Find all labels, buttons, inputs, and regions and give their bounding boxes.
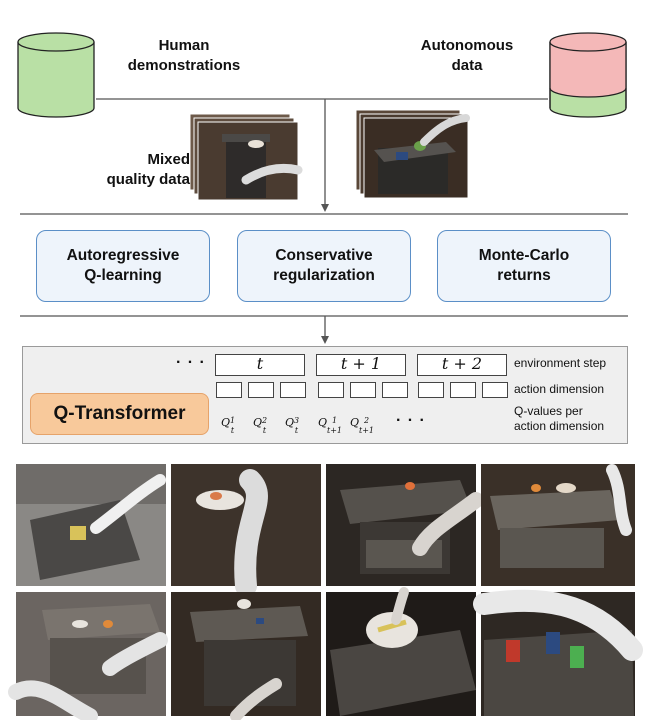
robot-photo-2	[171, 464, 321, 597]
top-arrow-head	[321, 204, 329, 212]
step-label-t-plus-2: t + 2	[441, 354, 483, 373]
robot-photo-6	[171, 592, 321, 720]
step-label-t-plus-1: t + 1	[340, 354, 382, 373]
step-box-t-plus-2	[417, 354, 507, 376]
robot-photo-8	[473, 589, 643, 716]
robot-photo-7	[326, 587, 476, 716]
robot-photo-1	[16, 464, 166, 586]
robot-photo-3	[326, 464, 484, 586]
environment-step-legend: environment step	[514, 356, 607, 370]
action-box	[350, 382, 376, 398]
action-box	[382, 382, 408, 398]
robot-photo-4	[481, 464, 635, 586]
action-box	[216, 382, 242, 398]
step-label-t: t	[256, 354, 264, 373]
conservative-regularization-box: Conservative regularization	[237, 230, 411, 302]
robot-photo-grid	[8, 464, 643, 720]
mixed-quality-data-label: Mixed quality data	[106, 151, 190, 188]
step-box-t	[215, 354, 305, 376]
q-transformer-box: Q-Transformer	[30, 393, 209, 435]
autoregressive-q-learning-box: Autoregressive Q-learning	[36, 230, 210, 302]
middle-arrow-head	[321, 336, 329, 344]
autonomous-data-database-icon	[549, 32, 627, 118]
monte-carlo-returns-box: Monte-Carlo returns	[437, 230, 611, 302]
human-demonstrations-label: Human demonstrations	[127, 37, 241, 74]
action-box	[482, 382, 508, 398]
autonomous-photo-stack	[355, 109, 470, 199]
action-box	[248, 382, 274, 398]
q-values-legend: Q-values per action dimension	[514, 404, 605, 433]
autonomous-data-label: Autonomous data	[420, 37, 514, 74]
action-box	[280, 382, 306, 398]
mixed-quality-photo-stack	[189, 113, 303, 201]
action-box	[418, 382, 444, 398]
robot-photo-5	[8, 592, 168, 720]
action-box	[450, 382, 476, 398]
action-dimension-legend: action dimension	[514, 382, 605, 396]
ellipsis-left: · · ·	[176, 354, 206, 371]
human-demonstrations-database-icon	[17, 32, 95, 118]
action-box	[318, 382, 344, 398]
ellipsis-right: · · ·	[396, 412, 426, 429]
step-box-t-plus-1	[316, 354, 406, 376]
